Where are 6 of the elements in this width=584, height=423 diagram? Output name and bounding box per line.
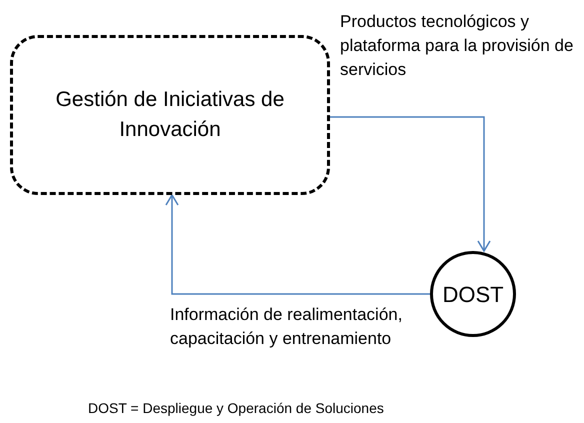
edge-label: Información de realimentación, capacitación y entrenamiento [170,304,404,350]
caption: DOST = Despliegue y Operación de Soluciones [88,399,384,418]
arrow [330,116,491,252]
arrow [165,194,430,295]
process-box: Gestión de Iniciativas de Innovación [10,35,330,195]
edge-label: Productos tecnológicos y plataforma para la provisión de servicios [340,11,574,81]
